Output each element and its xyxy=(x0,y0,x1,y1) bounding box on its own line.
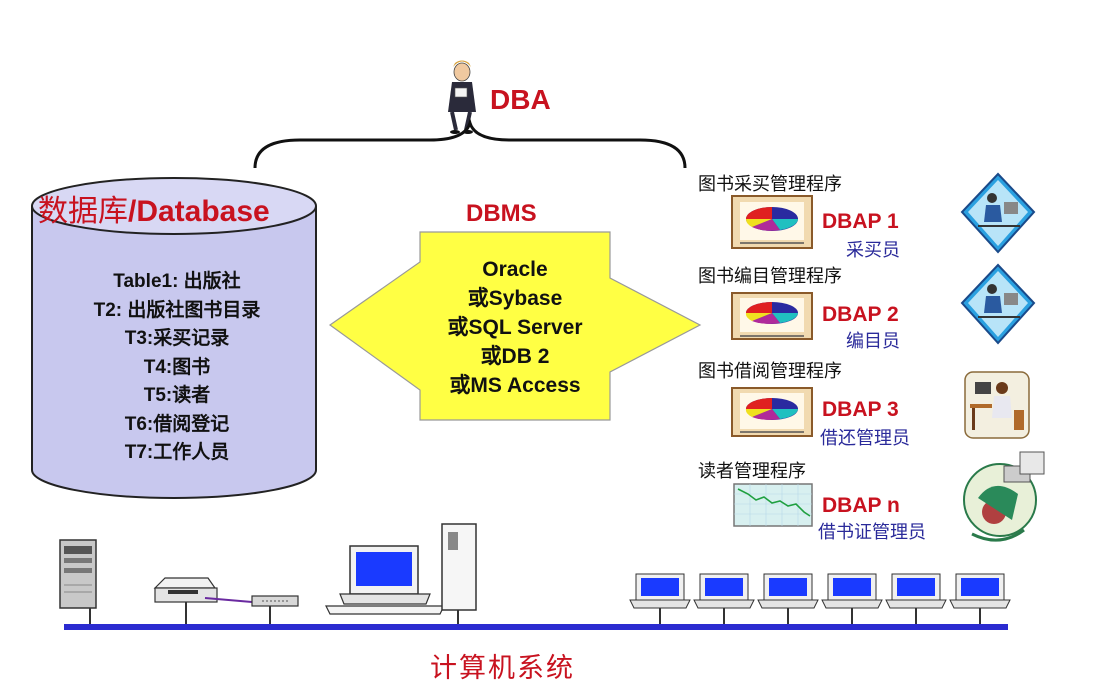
table-item: T5:读者 xyxy=(143,385,211,406)
database-title-en: /Database xyxy=(128,195,270,228)
database-title-zh: 数据库 xyxy=(38,194,128,229)
database-title: 数据库/Database xyxy=(38,186,318,230)
table-item: T3:采买记录 xyxy=(124,328,230,349)
dbms-product: 或SQL Server xyxy=(447,316,583,339)
app-title-3: 图书借阅管理程序 xyxy=(698,361,842,382)
app-dbap-1: DBAP 1 xyxy=(822,210,899,233)
network-hub-icon xyxy=(251,595,299,626)
operator-icon-1 xyxy=(960,172,1036,254)
clerk-icon-n xyxy=(963,451,1045,542)
dbms-product: 或MS Access xyxy=(449,374,581,397)
table-item: Table1: 出版社 xyxy=(113,271,241,292)
dbms-product: 或Sybase xyxy=(467,287,563,310)
dbms-product-list: Oracle 或Sybase 或SQL Server 或DB 2 或MS Acc… xyxy=(420,255,610,400)
app-monitor-icon-n xyxy=(733,483,813,527)
computer-system-caption: 计算机系统 xyxy=(430,653,575,684)
app-monitor-icon-3 xyxy=(731,387,813,437)
dba-label: DBA xyxy=(490,84,551,115)
client-terminal-icon xyxy=(821,573,883,626)
database-table-list: Table1: 出版社 T2: 出版社图书目录 T3:采买记录 T4:图书 T5… xyxy=(40,268,314,468)
dba-brace xyxy=(253,117,687,169)
dbms-product: 或DB 2 xyxy=(480,345,550,368)
server-tower-icon xyxy=(59,539,97,626)
librarian-icon-3 xyxy=(964,371,1030,439)
dbms-product: Oracle xyxy=(482,258,548,281)
app-role-2: 编目员 xyxy=(846,331,900,352)
table-item: T4:图书 xyxy=(143,356,211,378)
app-dbap-3: DBAP 3 xyxy=(822,398,899,421)
client-terminal-icon xyxy=(629,573,691,626)
app-role-1: 采买员 xyxy=(846,240,900,261)
app-monitor-icon-1 xyxy=(731,195,813,249)
table-item: T2: 出版社图书目录 xyxy=(93,299,261,321)
dbms-label: DBMS xyxy=(466,200,537,227)
app-role-n: 借书证管理员 xyxy=(818,522,926,543)
workstation-icon xyxy=(325,523,477,626)
client-terminal-icon xyxy=(885,573,947,626)
app-title-1: 图书采买管理程序 xyxy=(698,174,842,195)
client-terminals xyxy=(629,573,1011,626)
app-title-2: 图书编目管理程序 xyxy=(698,266,842,287)
table-item: T6:借阅登记 xyxy=(124,413,230,435)
database-cylinder xyxy=(31,177,317,499)
dbms-double-arrow xyxy=(328,231,702,421)
operator-icon-2 xyxy=(960,263,1036,345)
app-monitor-icon-2 xyxy=(731,292,813,340)
client-terminal-icon xyxy=(949,573,1011,626)
printer-icon xyxy=(153,577,253,626)
client-terminal-icon xyxy=(757,573,819,626)
app-role-3: 借还管理员 xyxy=(820,428,910,449)
client-terminal-icon xyxy=(693,573,755,626)
app-dbap-n: DBAP n xyxy=(822,494,900,517)
dba-person-icon xyxy=(448,60,476,134)
table-item: T7:工作人员 xyxy=(124,442,230,463)
app-title-n: 读者管理程序 xyxy=(698,461,806,482)
network-bus xyxy=(64,624,1008,630)
app-dbap-2: DBAP 2 xyxy=(822,303,899,326)
